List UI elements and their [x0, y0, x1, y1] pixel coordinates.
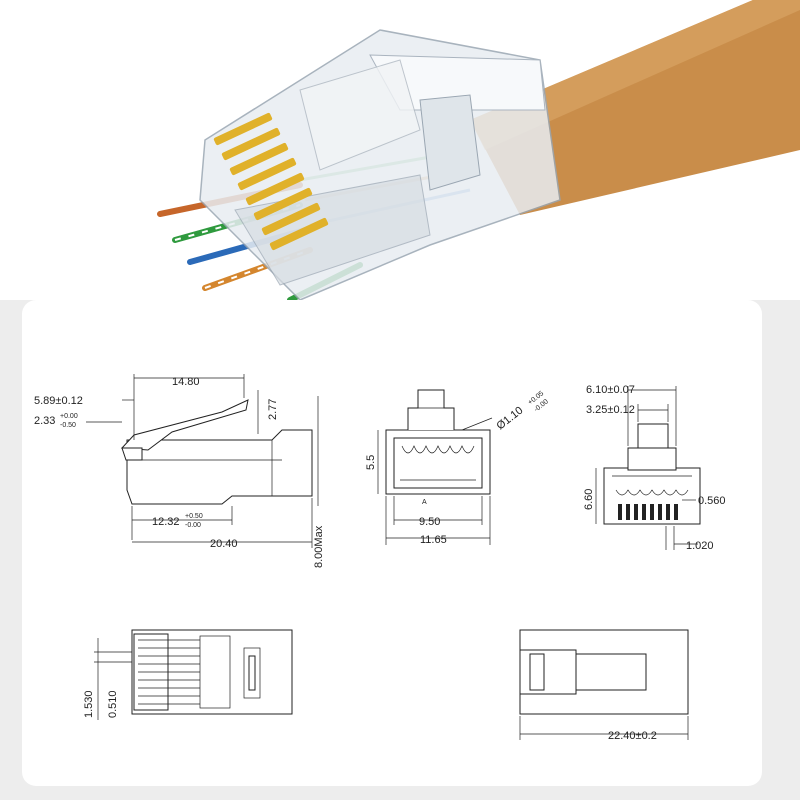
- top-view: 22.40±0.2: [519, 629, 689, 742]
- end-contact-gap: 0.560: [698, 495, 726, 507]
- side-latch-height-tol-lower: -0.50: [60, 422, 76, 429]
- front-datum-label: A: [422, 499, 427, 506]
- end-contact-pitch: 1.020: [686, 540, 714, 552]
- bottom-offset-a: 1.530: [83, 690, 95, 718]
- side-max-height: 8.00Max: [313, 525, 325, 568]
- side-latch-rise: 2.77: [267, 399, 279, 420]
- side-bottom-length-tol-lower: -0.00: [185, 522, 201, 529]
- end-inner-width: 3.25±0.12: [586, 404, 635, 416]
- side-bottom-length: 12.32: [152, 516, 180, 528]
- side-top-length: 14.80: [172, 376, 200, 388]
- bottom-contacts: [138, 639, 200, 705]
- bottom-view: 1.530 0.510: [83, 629, 293, 720]
- end-height: 6.60: [583, 489, 595, 510]
- rj45-connector-illustration: [157, 0, 800, 303]
- side-view: 14.80 5.89±0.12 2.33 +0.00 -0.50 2.77 12…: [34, 374, 325, 568]
- side-latch-offset: 5.89±0.12: [34, 395, 83, 407]
- bottom-offset-b: 0.510: [107, 690, 119, 718]
- gold-contacts: [213, 112, 329, 251]
- side-latch-height-tol-upper: +0.00: [60, 413, 78, 420]
- front-inner-width: 9.50: [419, 516, 440, 528]
- front-outer-width: 11.65: [420, 534, 447, 546]
- side-bottom-length-tol-upper: +0.50: [185, 513, 203, 520]
- end-view: 6.10±0.07 3.25±0.12 6.60 0.560 1.020: [583, 384, 726, 552]
- side-total-length: 20.40: [210, 538, 238, 550]
- top-total-length: 22.40±0.2: [608, 730, 657, 742]
- connector-photo: [0, 0, 800, 303]
- dimension-drawing-panel: 14.80 5.89±0.12 2.33 +0.00 -0.50 2.77 12…: [22, 300, 762, 786]
- end-contacts: [618, 504, 678, 520]
- front-hole-diameter: Ø1.10: [494, 404, 525, 432]
- front-view: A 5.5 Ø1.10 +0.05 -0.00 9.50 11.65: [365, 389, 550, 546]
- side-latch-height: 2.33: [34, 415, 55, 427]
- end-outer-width: 6.10±0.07: [586, 384, 635, 396]
- front-height: 5.5: [365, 455, 377, 470]
- dimension-drawings: 14.80 5.89±0.12 2.33 +0.00 -0.50 2.77 12…: [34, 374, 726, 742]
